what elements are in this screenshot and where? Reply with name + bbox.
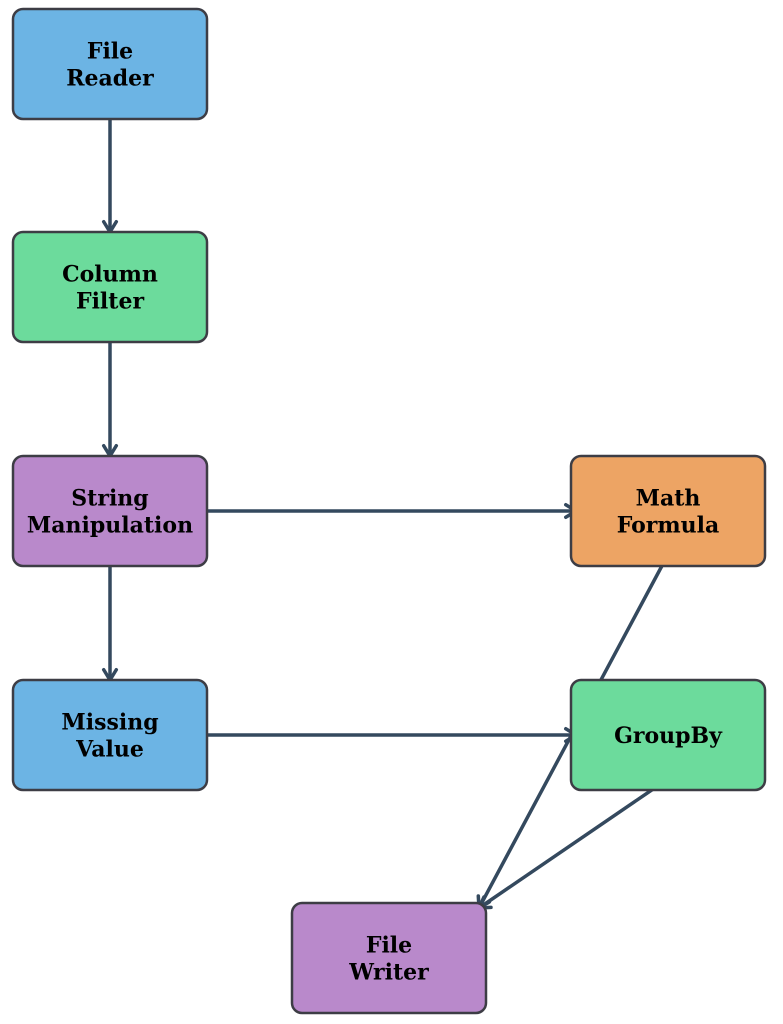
node-box[interactable] xyxy=(11,7,209,121)
node-label: GroupBy xyxy=(614,723,723,749)
node-label: Filter xyxy=(76,289,144,315)
edge-missing-value-to-groupby xyxy=(197,726,578,744)
node-box[interactable] xyxy=(11,678,209,792)
node-label: File xyxy=(87,39,133,65)
node-label: Math xyxy=(636,486,701,512)
node-label: Value xyxy=(75,737,144,763)
node-box[interactable] xyxy=(569,678,767,792)
node-label: File xyxy=(366,933,412,959)
edge-groupby-to-file-writer xyxy=(477,781,664,910)
edge-file-reader-to-column-filter xyxy=(101,113,119,234)
edge-string-manipulation-to-math-formula xyxy=(197,502,578,520)
node-box[interactable] xyxy=(11,230,209,344)
edge-line xyxy=(477,781,664,910)
node-label: Writer xyxy=(348,960,429,986)
node-label: Formula xyxy=(617,513,720,539)
edge-string-manipulation-to-missing-value xyxy=(101,560,119,682)
edges-layer xyxy=(101,113,666,910)
nodes-layer: FileReaderColumnFilterStringManipulation… xyxy=(11,7,767,1015)
node-groupby[interactable]: GroupBy xyxy=(569,678,767,792)
node-box[interactable] xyxy=(290,901,488,1015)
node-label: Manipulation xyxy=(27,513,193,539)
node-label: Column xyxy=(62,262,158,288)
node-label: String xyxy=(71,486,148,512)
edge-column-filter-to-string-manipulation xyxy=(101,336,119,458)
node-box[interactable] xyxy=(11,454,209,568)
node-label: Reader xyxy=(66,66,154,92)
node-box[interactable] xyxy=(569,454,767,568)
node-label: Missing xyxy=(61,710,158,736)
